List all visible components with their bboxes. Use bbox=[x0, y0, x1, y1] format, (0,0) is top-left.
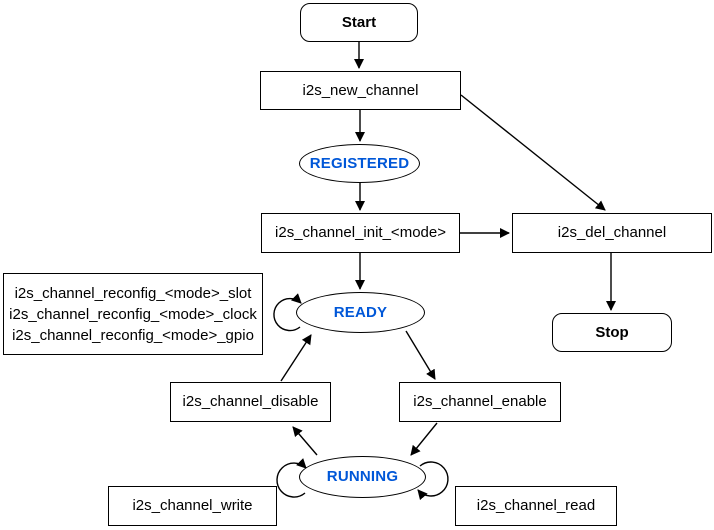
edge-running-disable bbox=[292, 426, 318, 456]
state-ready-label: READY bbox=[333, 303, 388, 321]
state-ready: READY bbox=[296, 292, 425, 333]
edge-new-del bbox=[460, 94, 606, 211]
edge-running-selfloop-left bbox=[276, 458, 307, 498]
node-start: Start bbox=[300, 3, 418, 42]
node-i2s-channel-disable: i2s_channel_disable bbox=[170, 382, 331, 422]
edge-ready-enable bbox=[405, 330, 436, 380]
node-i2s-channel-disable-label: i2s_channel_disable bbox=[182, 393, 319, 410]
node-i2s-channel-enable-label: i2s_channel_enable bbox=[413, 393, 547, 410]
node-i2s-channel-write: i2s_channel_write bbox=[108, 486, 277, 526]
edge-enable-running bbox=[410, 422, 438, 456]
node-i2s-del-channel: i2s_del_channel bbox=[512, 213, 712, 253]
node-i2s-channel-init: i2s_channel_init_<mode> bbox=[261, 213, 460, 253]
edge-ready-selfloop bbox=[273, 293, 302, 332]
node-i2s-channel-init-label: i2s_channel_init_<mode> bbox=[275, 224, 446, 241]
node-i2s-channel-enable: i2s_channel_enable bbox=[399, 382, 561, 422]
node-reconfig-functions: i2s_channel_reconfig_<mode>_slot i2s_cha… bbox=[3, 273, 263, 355]
node-i2s-del-channel-label: i2s_del_channel bbox=[557, 224, 667, 241]
node-i2s-new-channel: i2s_new_channel bbox=[260, 71, 461, 110]
state-registered-label: REGISTERED bbox=[309, 154, 410, 172]
edge-running-selfloop-right bbox=[417, 461, 449, 501]
state-running-label: RUNNING bbox=[326, 468, 399, 485]
node-i2s-channel-read-label: i2s_channel_read bbox=[476, 497, 596, 514]
node-start-label: Start bbox=[341, 13, 377, 31]
node-i2s-new-channel-label: i2s_new_channel bbox=[302, 81, 419, 99]
state-registered: REGISTERED bbox=[299, 144, 420, 183]
node-i2s-channel-read: i2s_channel_read bbox=[455, 486, 617, 526]
reconfig-line-gpio: i2s_channel_reconfig_<mode>_gpio bbox=[12, 326, 254, 344]
state-running: RUNNING bbox=[299, 456, 426, 498]
edge-disable-ready bbox=[280, 334, 312, 382]
node-stop: Stop bbox=[552, 313, 672, 352]
node-i2s-channel-write-label: i2s_channel_write bbox=[132, 497, 253, 514]
node-stop-label: Stop bbox=[595, 323, 629, 341]
reconfig-line-slot: i2s_channel_reconfig_<mode>_slot bbox=[14, 284, 252, 302]
reconfig-line-clock: i2s_channel_reconfig_<mode>_clock bbox=[9, 305, 257, 323]
